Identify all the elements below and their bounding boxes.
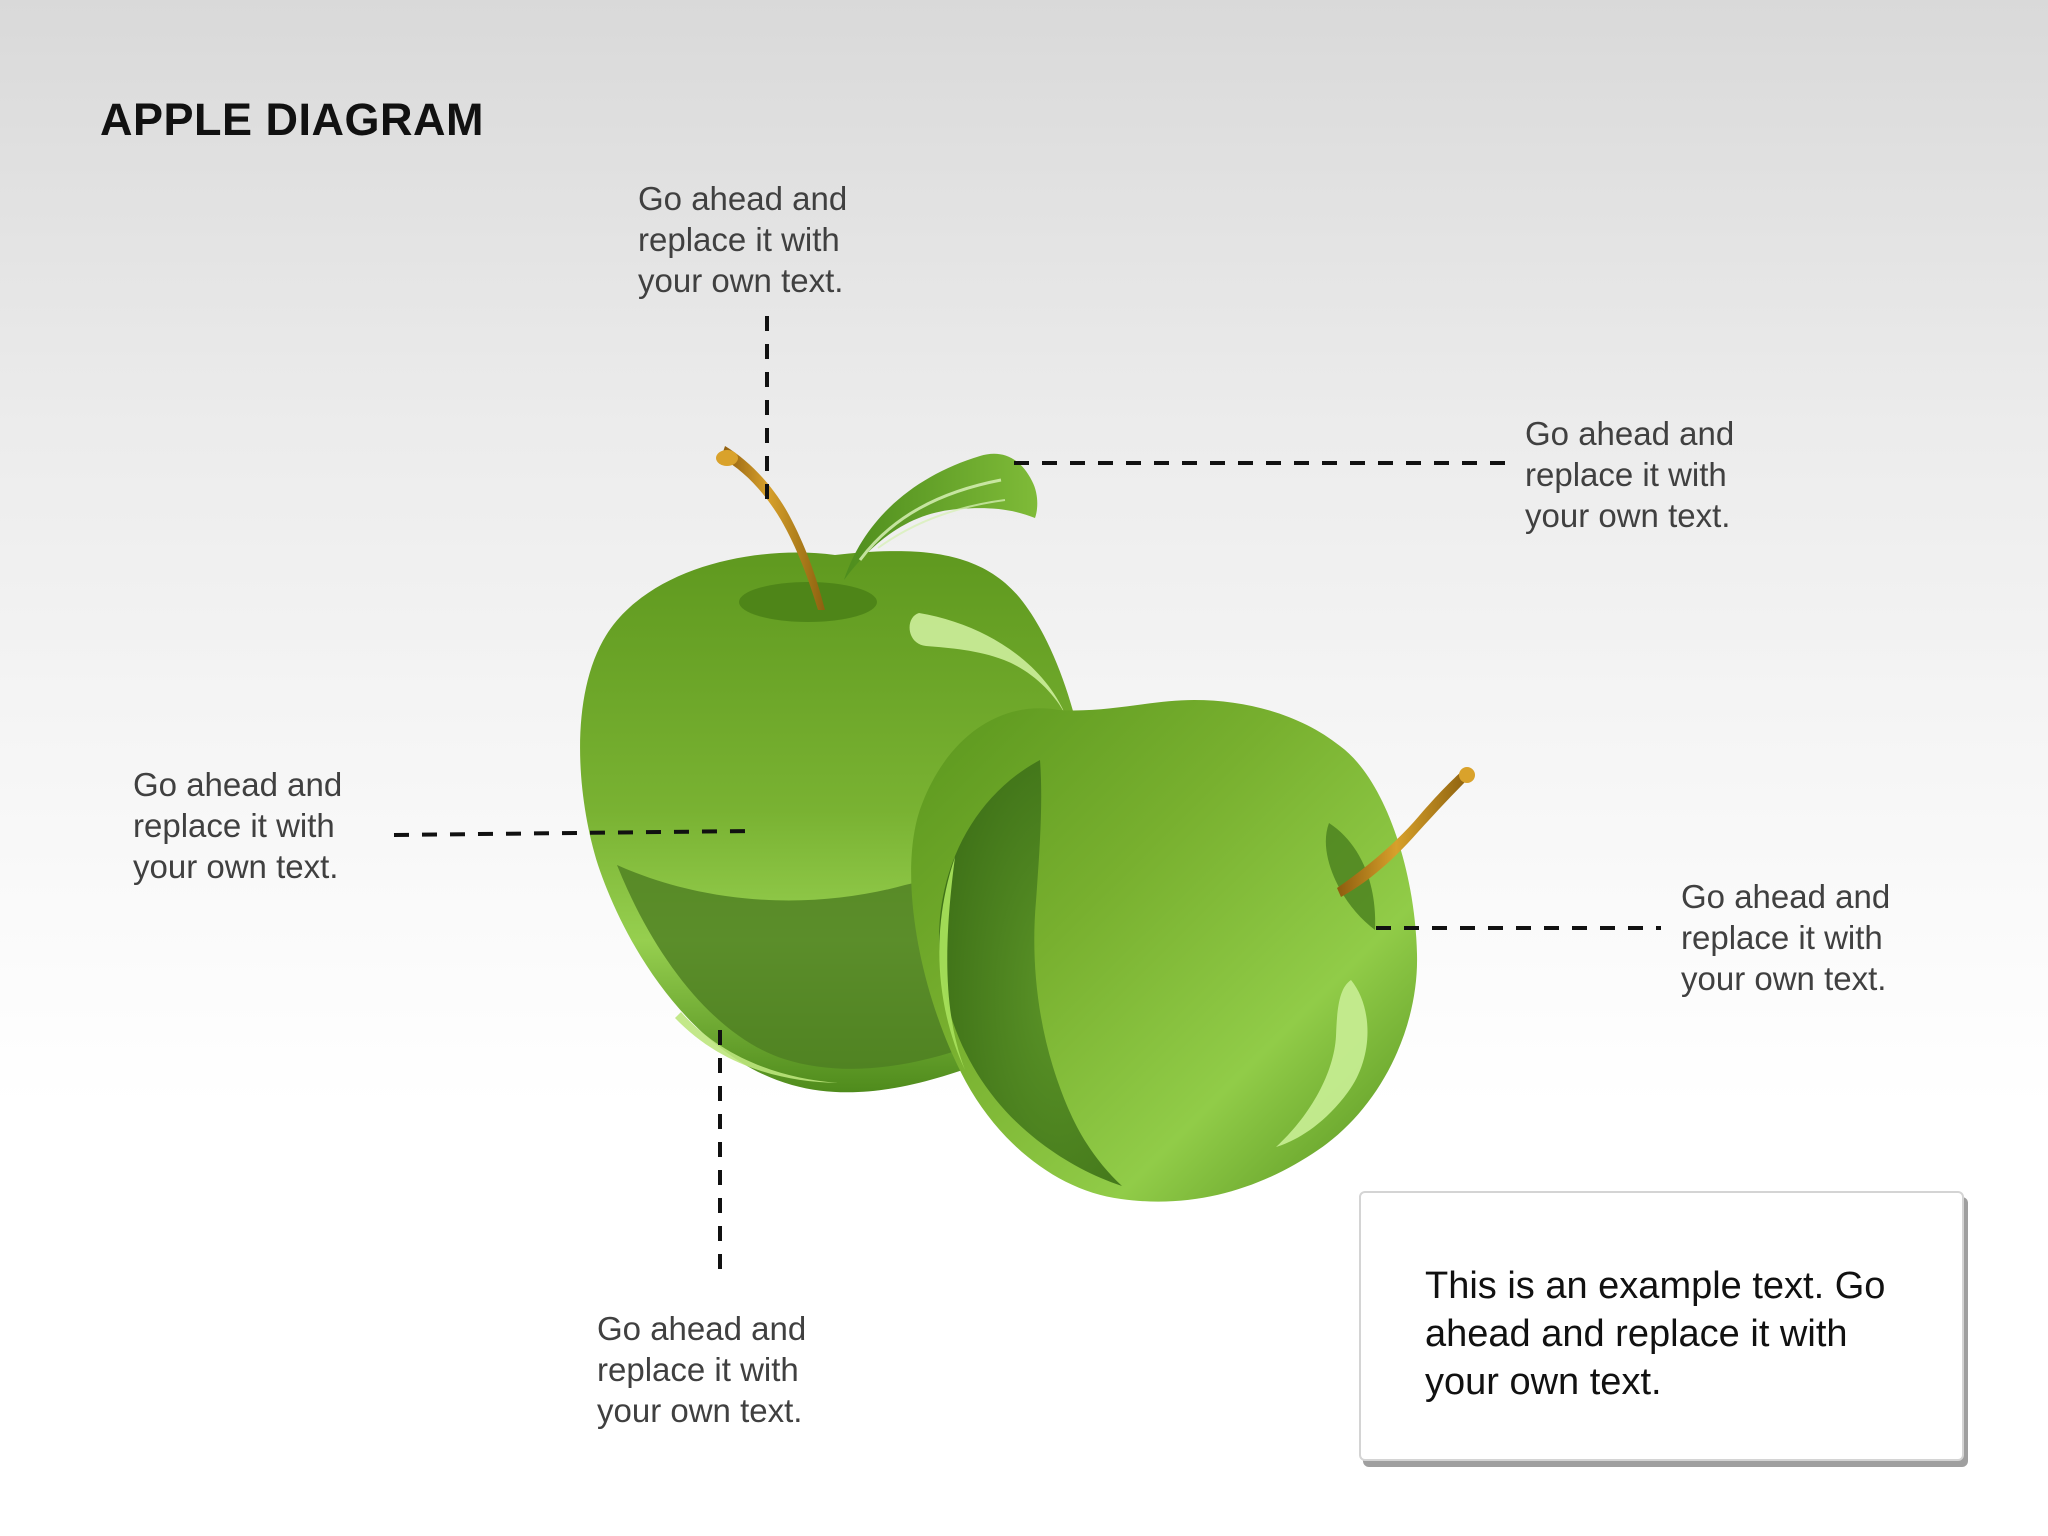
callout-right: Go ahead and replace it with your own te… xyxy=(1681,876,1981,999)
callout-top-line-1: Go ahead and xyxy=(638,180,848,217)
callout-top: Go ahead and replace it with your own te… xyxy=(638,178,938,301)
callout-bottom-line-3: your own text. xyxy=(597,1392,803,1429)
back-apple-shine xyxy=(909,613,1066,716)
front-apple-left-shade xyxy=(939,760,1122,1186)
callout-bottom-line-1: Go ahead and xyxy=(597,1310,807,1347)
dashed-line-left xyxy=(393,829,753,837)
callout-right-line-2: replace it with xyxy=(1681,919,1883,956)
callout-top-line-3: your own text. xyxy=(638,262,844,299)
callout-left-line-3: your own text. xyxy=(133,848,339,885)
callout-right-line-3: your own text. xyxy=(1681,960,1887,997)
page-title: APPLE DIAGRAM xyxy=(100,94,485,145)
callout-left-line-2: replace it with xyxy=(133,807,335,844)
front-apple-stem xyxy=(1337,770,1469,897)
callout-left: Go ahead and replace it with your own te… xyxy=(133,764,433,887)
callout-upper-right-line-1: Go ahead and xyxy=(1525,415,1735,452)
front-apple-right-shine xyxy=(1276,980,1368,1147)
front-apple-side-hollow xyxy=(1325,823,1376,930)
leaf-vein xyxy=(858,478,1002,561)
callout-bottom-line-2: replace it with xyxy=(597,1351,799,1388)
front-apple-left-rim xyxy=(939,857,965,1070)
leaf-vein-secondary xyxy=(877,499,1006,549)
callout-upper-right-line-3: your own text. xyxy=(1525,497,1731,534)
front-apple-stem-cap xyxy=(1459,767,1475,783)
callout-bottom: Go ahead and replace it with your own te… xyxy=(597,1308,897,1431)
back-apple-leaf xyxy=(844,453,1038,580)
callout-upper-right: Go ahead and replace it with your own te… xyxy=(1525,413,1825,536)
callout-left-line-1: Go ahead and xyxy=(133,766,343,803)
callout-upper-right-line-2: replace it with xyxy=(1525,456,1727,493)
back-apple-top-hollow xyxy=(739,582,877,622)
callout-top-line-2: replace it with xyxy=(638,221,840,258)
back-apple-rim-shine xyxy=(675,1012,838,1083)
example-text: This is an example text. Go ahead and re… xyxy=(1425,1265,1886,1403)
example-text-box: This is an example text. Go ahead and re… xyxy=(1359,1191,1964,1461)
back-apple-stem-cap xyxy=(716,450,738,466)
callout-right-line-1: Go ahead and xyxy=(1681,878,1891,915)
